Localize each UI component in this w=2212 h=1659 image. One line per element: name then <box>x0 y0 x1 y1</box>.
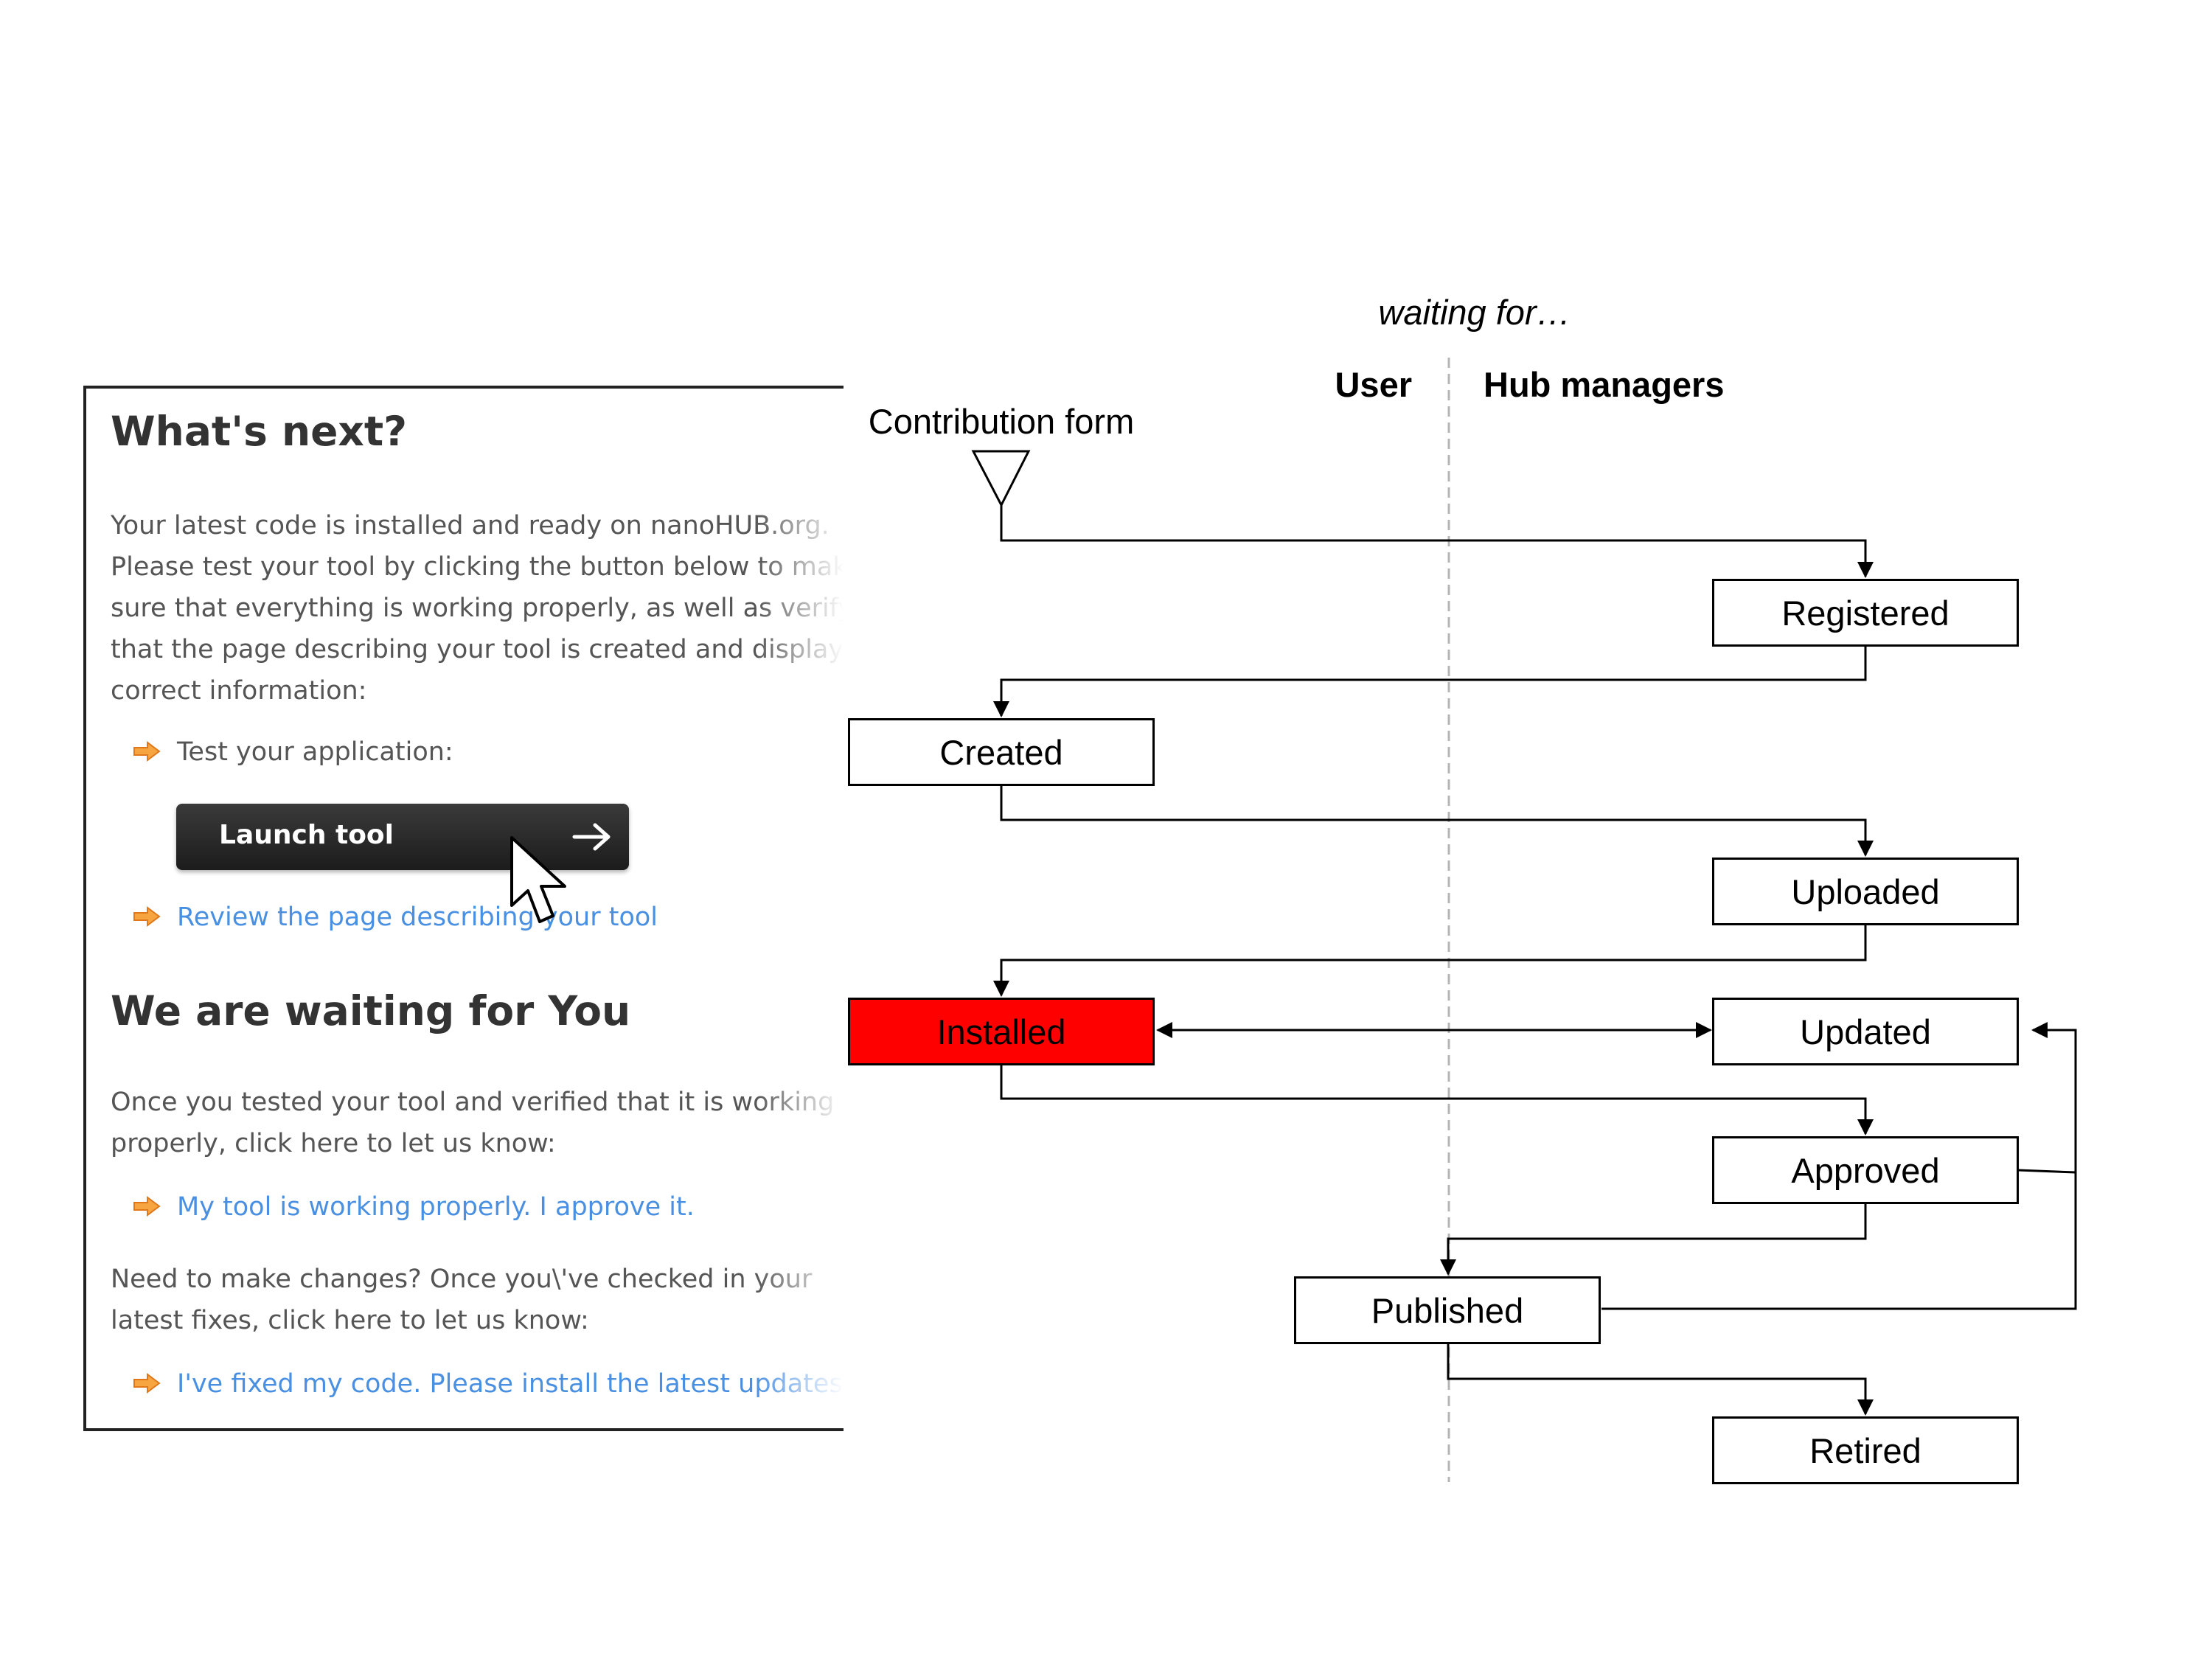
hub-managers-lane-label: Hub managers <box>1484 365 1724 404</box>
state-installed: Installed <box>848 998 1155 1065</box>
state-updated: Updated <box>1712 998 2019 1065</box>
mouse-pointer-icon <box>510 836 566 923</box>
orange-arrow-icon <box>133 906 161 927</box>
state-published: Published <box>1294 1276 1601 1344</box>
launch-tool-button[interactable]: Launch tool <box>176 804 629 870</box>
fixed-code-link[interactable]: I've fixed my code. Please install the l… <box>133 1369 844 1399</box>
connector-approved-to-published <box>1440 1203 1867 1276</box>
state-approved: Approved <box>1712 1136 2019 1204</box>
intro-line: correct information: <box>111 676 367 706</box>
tested-line: properly, click here to let us know: <box>111 1129 556 1158</box>
orange-arrow-icon <box>133 1373 161 1394</box>
approve-tool-link[interactable]: My tool is working properly. I approve i… <box>133 1192 695 1222</box>
review-page-link[interactable]: Review the page describing your tool <box>133 902 658 932</box>
test-application-label: Test your application: <box>177 737 453 767</box>
orange-arrow-icon <box>133 741 161 762</box>
changes-line: latest fixes, click here to let us know: <box>111 1306 589 1335</box>
waiting-for-label: waiting for… <box>1378 293 1571 332</box>
connector-form-to-registered <box>1000 505 1874 578</box>
changes-line: Need to make changes? Once you\'ve check… <box>111 1265 813 1294</box>
state-uploaded: Uploaded <box>1712 858 2019 925</box>
connector-installed-to-approved <box>1000 1064 1874 1135</box>
state-registered: Registered <box>1712 579 2019 647</box>
connector-uploaded-to-installed <box>993 924 1867 997</box>
waiting-for-you-title: We are waiting for You <box>111 987 631 1034</box>
connector-published-to-retired <box>1447 1343 1874 1416</box>
review-page-link-label: Review the page describing your tool <box>177 902 658 932</box>
connector-created-to-uploaded <box>1000 785 1874 857</box>
intro-line: that the page describing your tool is cr… <box>111 635 844 664</box>
intro-line: Please test your tool by clicking the bu… <box>111 552 844 582</box>
tested-line: Once you tested your tool and verified t… <box>111 1088 835 1117</box>
launch-tool-label: Launch tool <box>219 820 394 850</box>
connector-approved-to-loop <box>2017 1169 2076 1174</box>
start-triangle-icon <box>971 450 1031 508</box>
state-retired: Retired <box>1712 1416 2019 1484</box>
fixed-code-link-label: I've fixed my code. Please install the l… <box>177 1369 844 1399</box>
whats-next-title: What's next? <box>111 408 408 455</box>
contribution-form-label: Contribution form <box>869 402 1135 441</box>
intro-line: sure that everything is working properly… <box>111 594 844 623</box>
intro-line: Your latest code is installed and ready … <box>111 511 830 540</box>
approve-tool-link-label: My tool is working properly. I approve i… <box>177 1192 695 1222</box>
connector-registered-to-created <box>993 647 1867 717</box>
connector-published-to-updated <box>1601 1022 2077 1310</box>
arrow-right-icon <box>572 823 611 851</box>
user-lane-label: User <box>1335 365 1412 404</box>
test-application-item: Test your application: <box>133 737 453 767</box>
orange-arrow-icon <box>133 1196 161 1217</box>
state-created: Created <box>848 718 1155 786</box>
